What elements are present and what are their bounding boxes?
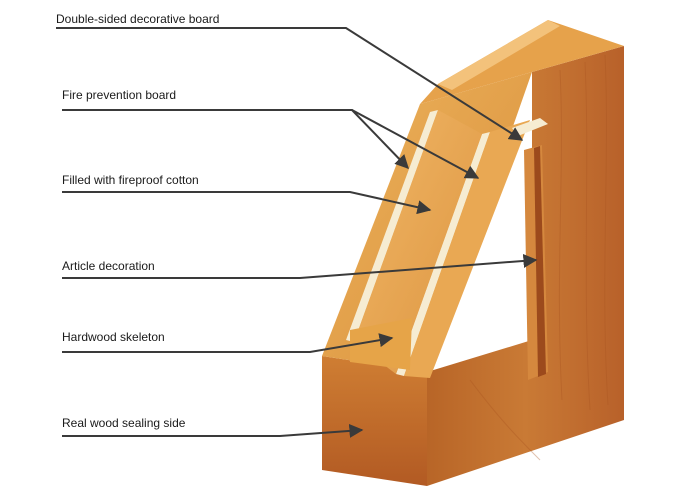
fire-prevention-board-inner — [396, 132, 490, 376]
label-fireproof-cotton: Filled with fireproof cotton — [62, 173, 199, 187]
door-face-panel — [427, 46, 624, 486]
label-hardwood-skeleton: Hardwood skeleton — [62, 330, 165, 344]
leader-fire-board-2 — [351, 109, 480, 179]
leader-fireproof-cotton — [62, 191, 432, 215]
leader-decorative-board — [56, 27, 524, 141]
leader-lines — [56, 27, 538, 438]
article-decoration-groove — [534, 146, 546, 377]
wood-grain-texture — [469, 54, 609, 461]
door-body — [322, 20, 624, 486]
top-cap — [420, 20, 624, 104]
leader-article-decoration — [62, 253, 538, 279]
decorative-board-stripe — [404, 120, 530, 378]
leader-fire-board — [62, 109, 409, 170]
label-double-sided-decorative-board: Double-sided decorative board — [56, 12, 220, 26]
label-article-decoration: Article decoration — [62, 259, 155, 273]
label-real-wood-sealing-side: Real wood sealing side — [62, 416, 186, 430]
label-fire-prevention-board: Fire prevention board — [62, 88, 177, 102]
top-cap-inner — [438, 20, 560, 90]
fire-prevention-board-outer — [346, 110, 438, 342]
real-wood-sealing-side — [322, 356, 427, 486]
leader-hardwood-skeleton — [62, 333, 394, 353]
fireproof-cotton-fill — [354, 110, 482, 374]
leader-real-wood-sealing — [62, 423, 364, 438]
